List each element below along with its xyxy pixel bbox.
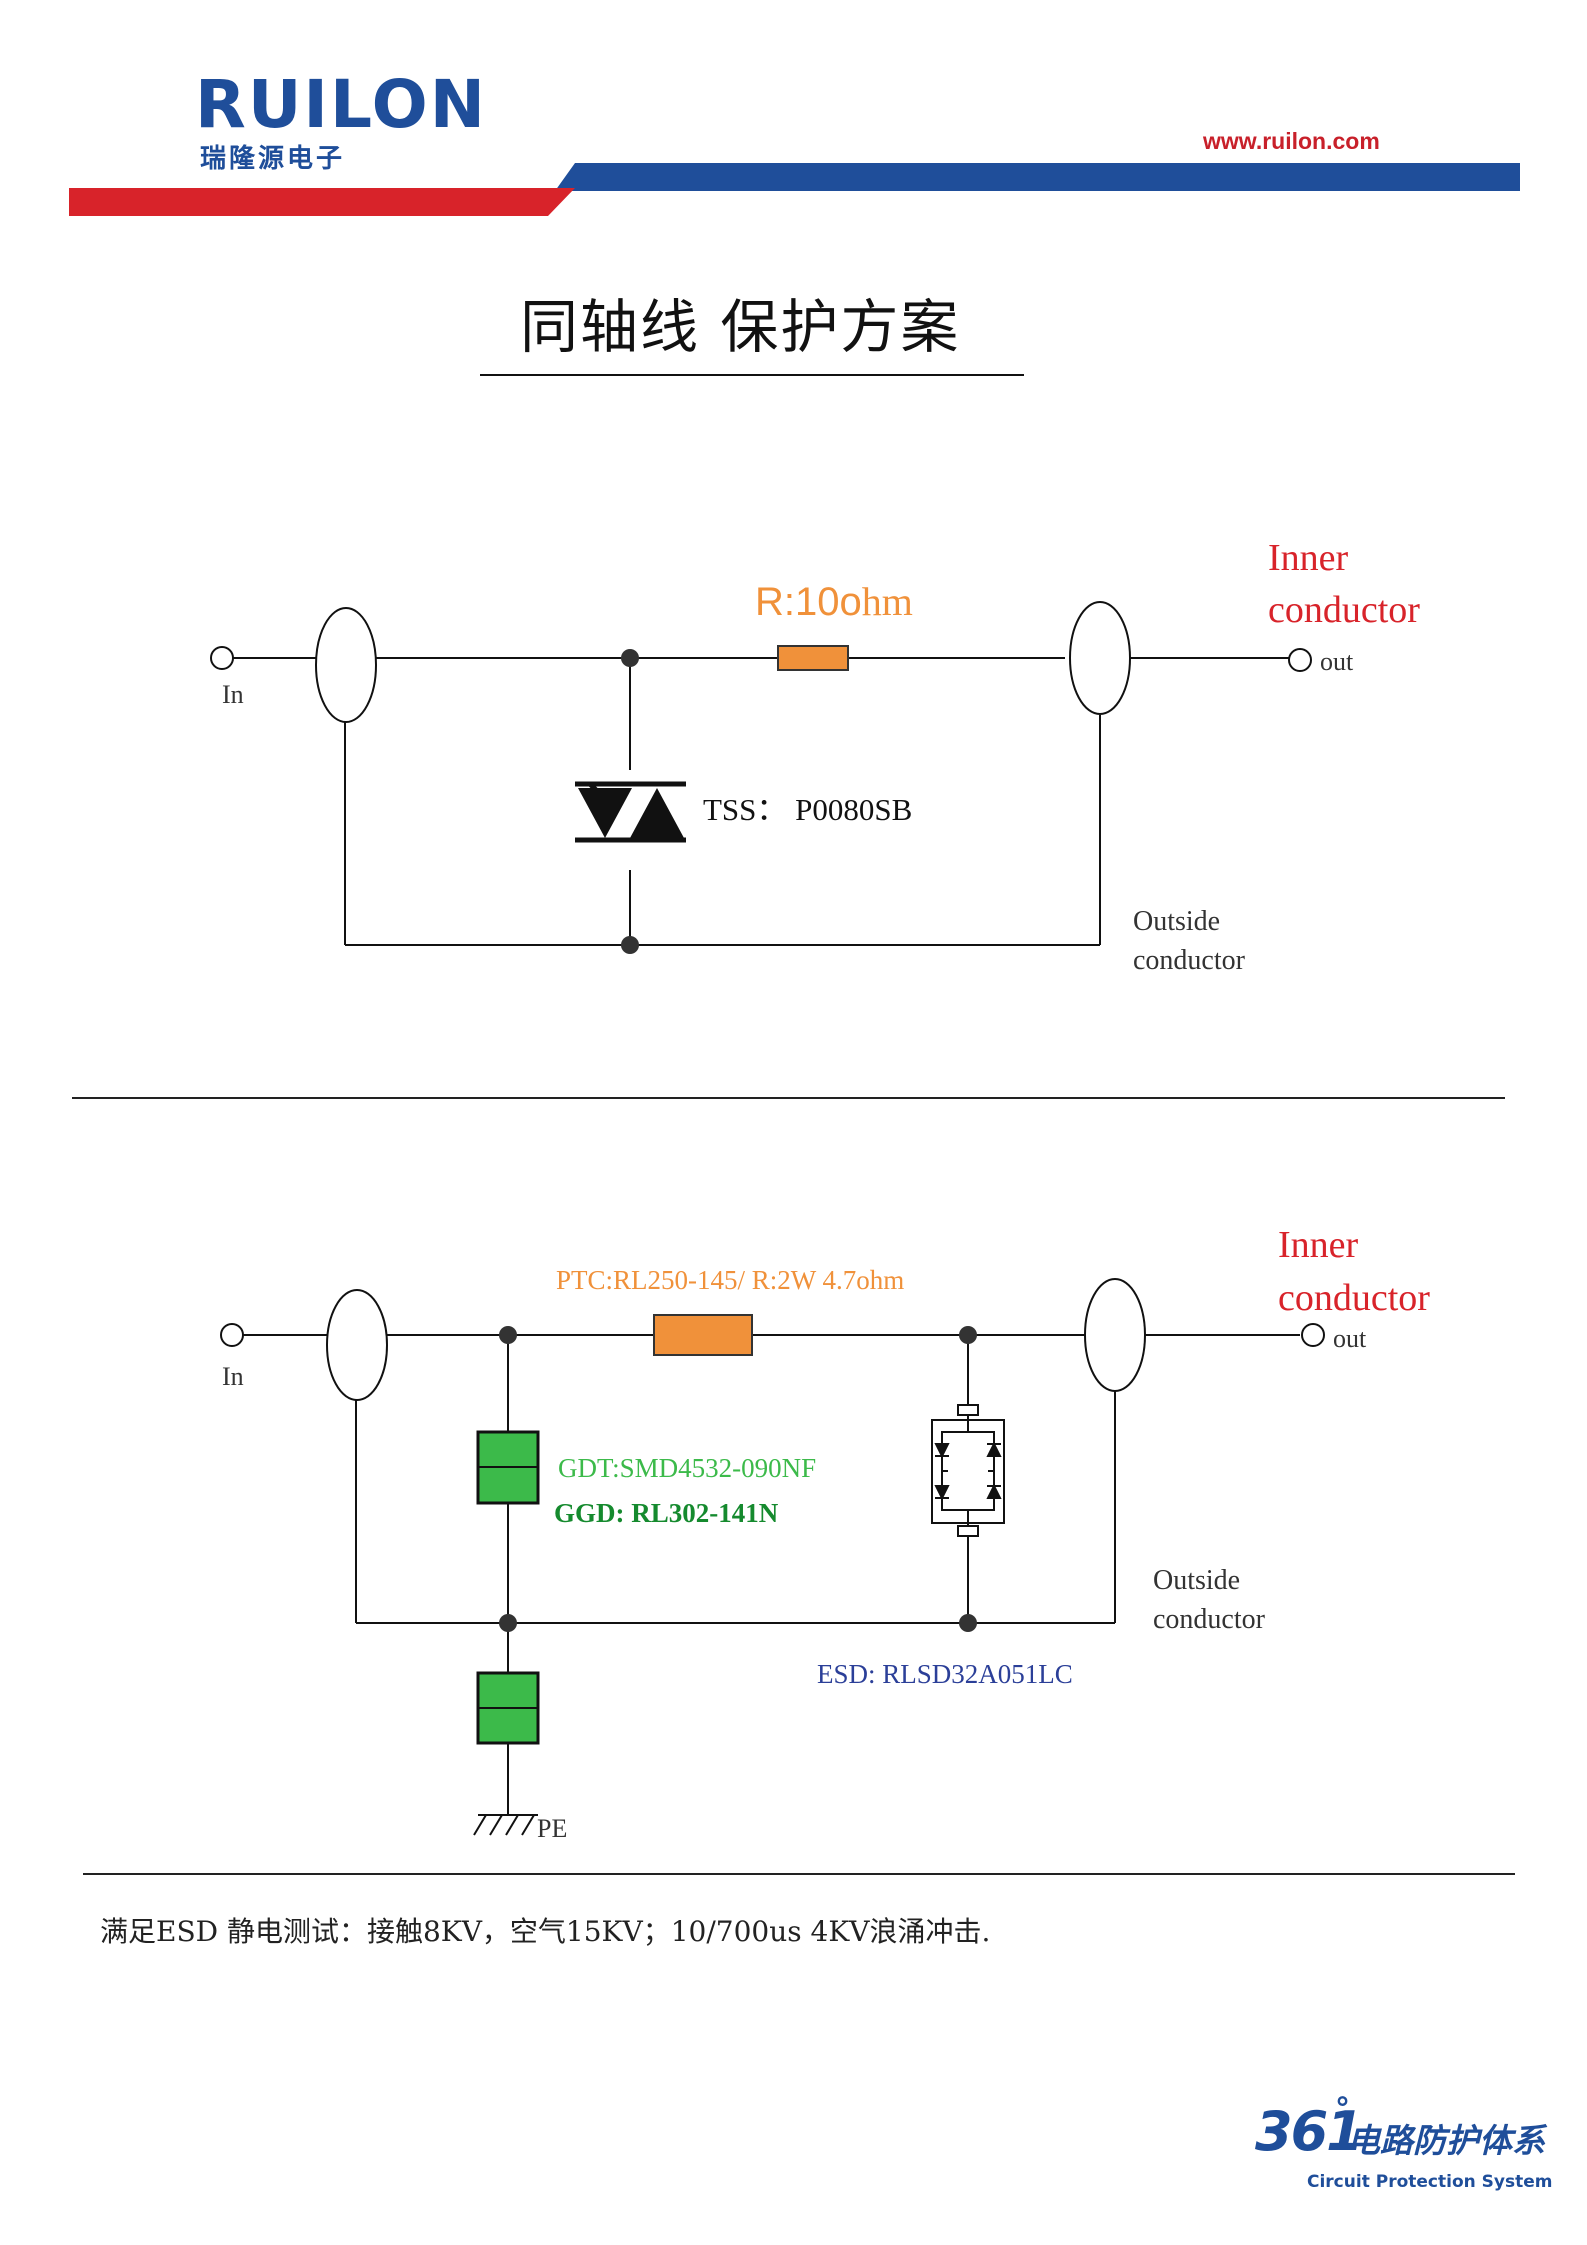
in-label: In [222,1362,244,1391]
company-logo: RUILON [195,66,488,143]
junction-dot [499,1326,517,1344]
junction-dot [959,1326,977,1344]
header: RUILON 瑞隆源电子 www.ruilon.com [0,0,1587,220]
inner-conductor-label: Inner [1278,1224,1359,1266]
title-underline [480,374,1024,376]
footer-en: Circuit Protection System [1307,2172,1553,2192]
in-label: In [222,680,244,709]
footer-degree: ° [1335,2092,1350,2127]
esd-label: ESD: RLSD32A051LC [817,1659,1073,1689]
outside-conductor-label: conductor [1153,1604,1266,1635]
input-terminal [220,1323,244,1347]
resistor-label: R:10ohm [755,579,913,624]
inner-conductor-label: conductor [1278,1277,1430,1319]
junction-dot [621,936,639,954]
ggd-symbol [476,1671,540,1745]
esd-diodes [934,1441,1002,1501]
out-label: out [1320,647,1354,676]
ptc-label: PTC:RL250-145/ R:2W 4.7ohm [556,1265,904,1295]
footer-number: 361 [1255,2100,1364,2163]
inner-conductor-label: Inner [1268,540,1349,579]
page-title: 同轴线 保护方案 [520,293,961,361]
tss-symbol [575,770,686,870]
input-coax-connector [315,607,377,723]
gdt-label: GDT:SMD4532-090NF [558,1453,816,1483]
company-logo-cn: 瑞隆源电子 [200,144,346,174]
esd-diode-array [931,1404,1005,1537]
junction-dot [499,1614,517,1632]
header-stripe [69,163,1520,216]
gdt-esd-protection-diagram: In out PTC:RL250-145/ R:2W 4.7ohm GDT:SM… [220,1224,1430,1843]
outside-conductor-label: conductor [1133,945,1246,976]
ggd-label: GGD: RL302-141N [554,1498,779,1528]
output-coax-connector [1069,601,1131,715]
output-terminal [1288,648,1312,672]
section-divider [72,1097,1505,1099]
test-spec-note: 满足ESD 静电测试：接触8KV，空气15KV；10/700us 4KV浪涌冲击… [100,1915,991,1948]
footer-logo: 361 ° 电路防护体系 Circuit Protection System [1255,2092,1555,2200]
resistor-10ohm [777,645,849,671]
outside-conductor-label: Outside [1133,906,1220,937]
ptc-resistor [653,1314,753,1356]
outside-conductor-label: Outside [1153,1565,1240,1596]
gdt-symbol [476,1430,540,1505]
inner-conductor-label: conductor [1268,589,1420,631]
ground-symbol [473,1814,538,1836]
website-link[interactable]: www.ruilon.com [1203,128,1380,154]
tss-label: TSS： P0080SB [703,792,912,827]
section-divider [83,1873,1515,1875]
footer-cn: 电路防护体系 [1347,2121,1545,2160]
tss-protection-diagram: In out R:10ohm TSS： P0080SB Inner conduc… [210,540,1420,976]
output-coax-connector [1084,1278,1146,1392]
output-terminal [1301,1323,1325,1347]
out-label: out [1333,1324,1367,1353]
junction-dot [959,1614,977,1632]
pe-label: PE [537,1814,567,1843]
input-terminal [210,646,234,670]
input-coax-connector [326,1289,388,1401]
junction-dot [621,649,639,667]
